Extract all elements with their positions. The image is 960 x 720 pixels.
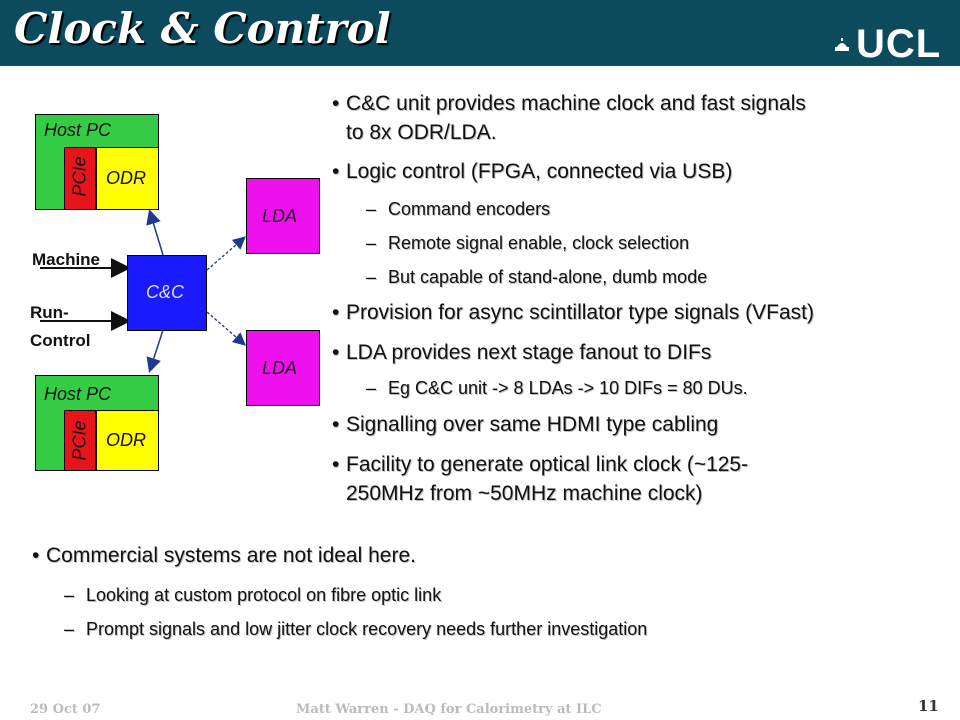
sub-custom-protocol: –Looking at custom protocol on fibre opt… (64, 585, 442, 605)
bullet-optical-clock: •Facility to generate optical link clock… (332, 453, 749, 476)
footer-date: 29 Oct 07 (30, 702, 101, 717)
host-pc-bottom-label: Host PC (44, 384, 112, 404)
cc-unit (127, 255, 207, 331)
footer-author: Matt Warren - DAQ for Calorimetry at ILC (296, 702, 602, 717)
cc-unit-label: C&C (146, 282, 185, 302)
lda-bottom (246, 330, 320, 406)
ucl-logo: UCL (834, 22, 944, 74)
bullet-cc-unit-cont: to 8x ODR/LDA. (346, 121, 497, 144)
bullet-hdmi-cabling: •Signalling over same HDMI type cabling (332, 413, 719, 436)
slide-title: Clock & Control (14, 4, 391, 53)
sub-fanout-example: –Eg C&C unit -> 8 LDAs -> 10 DIFs = 80 D… (366, 378, 748, 398)
pcie-top (64, 147, 96, 210)
arrow-cc-to-host-top (146, 209, 164, 256)
pcie-bottom-label: PCIe (69, 420, 90, 461)
odr-bottom (96, 410, 159, 471)
ucl-dome-icon (835, 38, 849, 51)
host-pc-top-label: Host PC (44, 120, 112, 140)
title-bar (0, 0, 960, 66)
sub-prompt-signals: –Prompt signals and low jitter clock rec… (64, 619, 648, 639)
pcie-top-label: PCIe (69, 156, 90, 197)
bullet-lda-fanout: •LDA provides next stage fanout to DIFs (332, 341, 712, 364)
bullet-optical-clock-cont: 250MHz from ~50MHz machine clock) (346, 482, 703, 505)
bullet-logic-control: •Logic control (FPGA, connected via USB) (332, 160, 733, 183)
odr-top-label: ODR (106, 168, 146, 188)
run-control-label-1: Run- (30, 303, 69, 322)
odr-bottom-label: ODR (106, 430, 146, 450)
logo-text: UCL (856, 22, 942, 66)
lda-top (246, 178, 320, 254)
bullet-async-signals: •Provision for async scintillator type s… (332, 301, 814, 324)
pcie-bottom (64, 410, 96, 471)
machine-label: Machine (32, 250, 101, 269)
sub-remote-signal: –Remote signal enable, clock selection (366, 233, 690, 253)
lda-top-label: LDA (262, 206, 298, 226)
odr-top (96, 147, 159, 210)
arrow-cc-to-lda-bottom (206, 311, 246, 346)
sub-stand-alone: –But capable of stand-alone, dumb mode (366, 267, 708, 287)
bullet-commercial-systems: •Commercial systems are not ideal here. (32, 544, 416, 567)
page-number: 11 (918, 697, 939, 715)
bullet-cc-unit: •C&C unit provides machine clock and fas… (332, 92, 806, 115)
arrow-cc-to-lda-top (206, 236, 246, 271)
sub-command-encoders: –Command encoders (366, 199, 551, 219)
lda-bottom-label: LDA (262, 358, 298, 378)
run-control-label-2: Control (30, 331, 91, 350)
arrow-cc-to-host-bottom (146, 329, 164, 373)
